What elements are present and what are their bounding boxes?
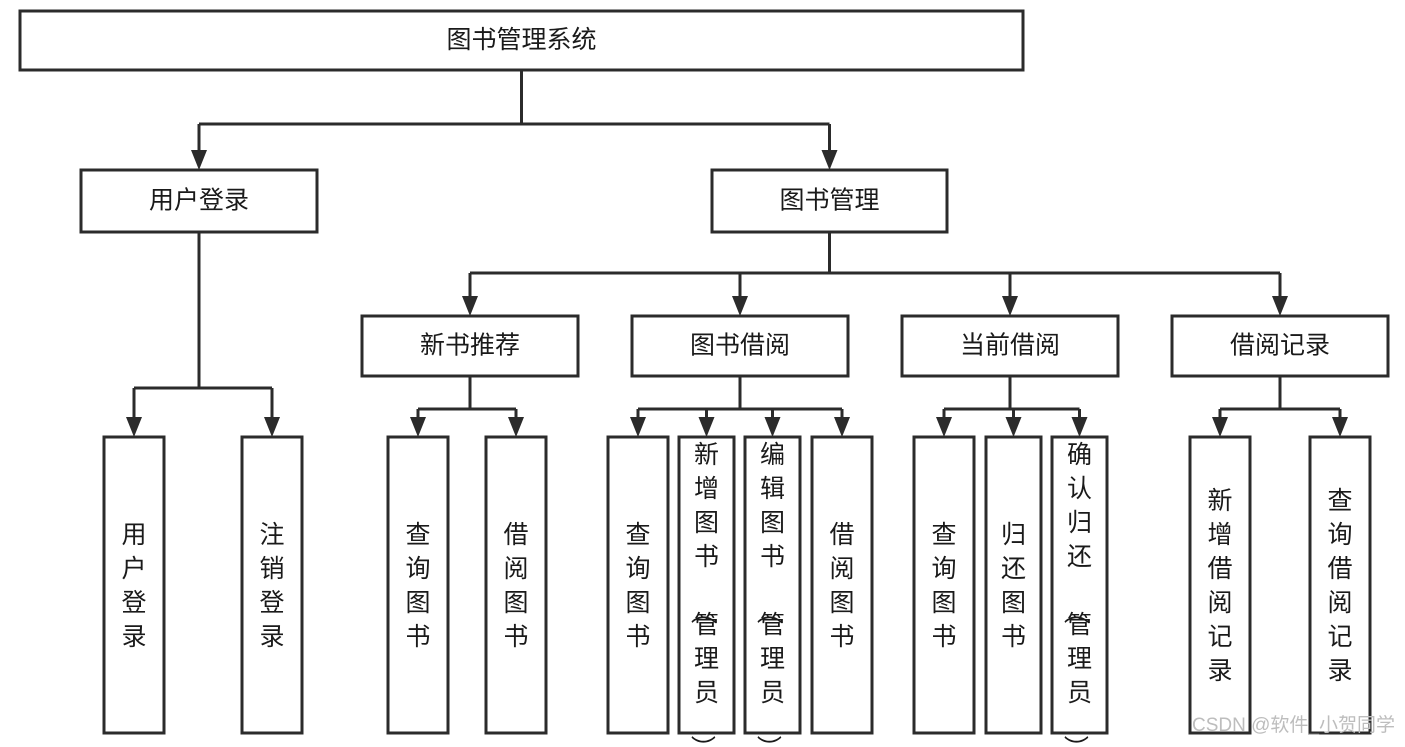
node-new-book-recommend-box[interactable]: [360, 314, 580, 378]
arrow-head-icon: [834, 417, 850, 437]
node-leaf-return-book[interactable]: 归还图书: [984, 435, 1043, 735]
node-book-borrow-box[interactable]: [630, 314, 850, 378]
node-leaf-borrow-book-box[interactable]: [810, 435, 874, 735]
node-leaf-user-login[interactable]: 用户登录: [102, 435, 166, 735]
node-user-login-label: 用户登录: [149, 187, 249, 215]
arrow-head-icon: [410, 417, 426, 437]
arrow-head-icon: [126, 417, 142, 437]
node-leaf-query-book-borrow-box[interactable]: [606, 435, 670, 735]
node-leaf-return-book-label: 归还图书: [1001, 521, 1026, 651]
arrow-head-icon: [1272, 296, 1288, 316]
node-leaf-edit-book-box[interactable]: [743, 435, 802, 735]
arrow-head-icon: [1212, 417, 1228, 437]
node-leaf-add-book-box[interactable]: [677, 435, 736, 735]
node-leaf-user-login-box[interactable]: [102, 435, 166, 735]
node-book-manage-label: 图书管理: [779, 187, 879, 215]
arrow-head-icon: [264, 417, 280, 437]
node-leaf-add-book[interactable]: 新增图书（管理员）: [677, 435, 736, 747]
arrow-head-icon: [462, 296, 478, 316]
node-book-borrow-label: 图书借阅: [690, 332, 790, 360]
node-borrow-record[interactable]: 借阅记录: [1170, 314, 1390, 378]
connectors-layer: [126, 70, 1348, 437]
arrow-head-icon: [1332, 417, 1348, 437]
node-leaf-add-borrow-record-box[interactable]: [1188, 435, 1252, 735]
arrow-head-icon: [764, 417, 781, 437]
node-leaf-return-book-box[interactable]: [984, 435, 1043, 735]
node-leaf-confirm-return-box[interactable]: [1050, 435, 1109, 735]
node-leaf-query-book-current-box[interactable]: [912, 435, 976, 735]
node-leaf-query-book-borrow-label: 查询图书: [625, 521, 650, 651]
node-root-label: 图书管理系统: [446, 26, 596, 54]
node-leaf-add-book-label: 新增图书（管理员）: [688, 441, 719, 747]
node-leaf-borrow-book[interactable]: 借阅图书: [810, 435, 874, 735]
node-leaf-query-borrow-record-box[interactable]: [1308, 435, 1372, 735]
nodes-layer: 图书管理系统用户登录图书管理新书推荐图书借阅当前借阅借阅记录用户登录注销登录查询…: [18, 9, 1390, 747]
node-leaf-logout-label: 注销登录: [259, 521, 284, 651]
node-current-borrow-box[interactable]: [900, 314, 1120, 378]
node-leaf-borrow-book-label: 借阅图书: [829, 521, 854, 651]
node-leaf-borrow-book-recommend-box[interactable]: [484, 435, 548, 735]
arrow-head-icon: [630, 417, 646, 437]
node-leaf-query-book-current-label: 查询图书: [931, 521, 956, 651]
node-leaf-borrow-book-recommend[interactable]: 借阅图书: [484, 435, 548, 735]
node-new-book-recommend[interactable]: 新书推荐: [360, 314, 580, 378]
node-leaf-edit-book[interactable]: 编辑图书（管理员）: [743, 435, 802, 747]
arrow-head-icon: [1071, 417, 1088, 437]
node-leaf-add-borrow-record-label: 新增借阅记录: [1207, 487, 1232, 685]
arrow-head-icon: [936, 417, 952, 437]
node-book-manage-box[interactable]: [710, 168, 949, 234]
node-user-login[interactable]: 用户登录: [79, 168, 319, 234]
node-leaf-query-book-recommend-box[interactable]: [386, 435, 450, 735]
csdn-watermark: CSDN @软件_小贺同学: [1192, 714, 1395, 736]
arrow-head-icon: [821, 150, 838, 170]
node-borrow-record-label: 借阅记录: [1230, 332, 1330, 360]
node-leaf-query-book-recommend-label: 查询图书: [405, 521, 430, 651]
node-leaf-query-borrow-record-label: 查询借阅记录: [1327, 487, 1352, 685]
node-leaf-logout-box[interactable]: [240, 435, 304, 735]
node-leaf-query-book-recommend[interactable]: 查询图书: [386, 435, 450, 735]
node-user-login-box[interactable]: [79, 168, 319, 234]
arrow-head-icon: [1005, 417, 1022, 437]
node-leaf-logout[interactable]: 注销登录: [240, 435, 304, 735]
node-leaf-add-borrow-record[interactable]: 新增借阅记录: [1188, 435, 1252, 735]
arrow-head-icon: [508, 417, 524, 437]
node-current-borrow[interactable]: 当前借阅: [900, 314, 1120, 378]
arrow-head-icon: [698, 417, 715, 437]
node-leaf-user-login-label: 用户登录: [121, 521, 146, 651]
node-book-manage[interactable]: 图书管理: [710, 168, 949, 234]
arrow-head-icon: [1002, 296, 1018, 316]
node-leaf-confirm-return-label: 确认归还（管理员）: [1061, 441, 1092, 747]
node-borrow-record-box[interactable]: [1170, 314, 1390, 378]
node-leaf-borrow-book-recommend-label: 借阅图书: [503, 521, 528, 651]
node-book-borrow[interactable]: 图书借阅: [630, 314, 850, 378]
node-root[interactable]: 图书管理系统: [18, 9, 1025, 72]
node-current-borrow-label: 当前借阅: [960, 332, 1060, 360]
node-leaf-query-borrow-record[interactable]: 查询借阅记录: [1308, 435, 1372, 735]
node-root-box[interactable]: [18, 9, 1025, 72]
node-leaf-query-book-current[interactable]: 查询图书: [912, 435, 976, 735]
node-new-book-recommend-label: 新书推荐: [420, 332, 520, 360]
arrow-head-icon: [732, 296, 748, 316]
node-leaf-query-book-borrow[interactable]: 查询图书: [606, 435, 670, 735]
node-leaf-confirm-return[interactable]: 确认归还（管理员）: [1050, 435, 1109, 747]
arrow-head-icon: [191, 150, 207, 170]
node-leaf-edit-book-label: 编辑图书（管理员）: [754, 441, 785, 747]
